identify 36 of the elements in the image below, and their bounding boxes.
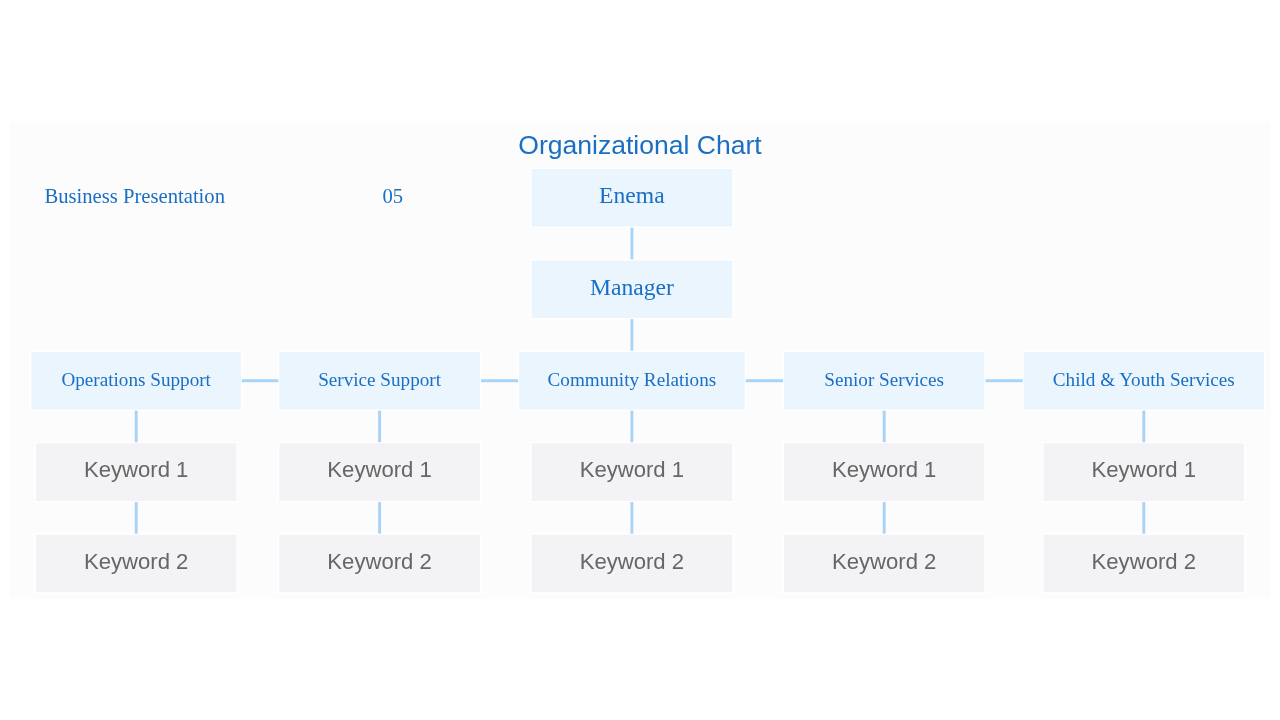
connector [745, 379, 784, 383]
node-box: Keyword 1 [34, 441, 238, 503]
label: Business Presentation [44, 185, 226, 208]
connector [134, 410, 138, 443]
node-box: Keyword 2 [1042, 533, 1246, 594]
connector [882, 502, 886, 534]
connector [241, 379, 279, 383]
connector [630, 502, 634, 534]
connector [1142, 502, 1146, 534]
label: 05 [382, 185, 404, 208]
node-box: Child & Youth Services [1022, 350, 1266, 411]
connector [985, 379, 1023, 383]
node-box: Keyword 2 [277, 533, 482, 594]
node-box: Keyword 2 [34, 533, 238, 594]
diagram-title: Organizational Chart [518, 130, 762, 161]
node-box: Keyword 2 [530, 533, 734, 594]
node-box: Keyword 1 [1042, 441, 1246, 503]
connector [882, 410, 886, 443]
connector [630, 227, 634, 260]
node-box: Community Relations [517, 350, 747, 411]
node-box: Keyword 2 [782, 533, 986, 594]
node-box: Operations Support [29, 350, 243, 411]
connector [378, 502, 382, 534]
connector [630, 410, 634, 443]
node-box: Manager [530, 258, 734, 320]
connector [630, 319, 634, 351]
node-box: Enema [530, 167, 734, 228]
node-box: Keyword 1 [277, 441, 482, 503]
connector [481, 379, 519, 383]
connector [134, 502, 138, 534]
node-box: Keyword 1 [530, 441, 734, 503]
node-box: Senior Services [782, 350, 986, 411]
node-box: Service Support [277, 350, 482, 411]
connector [1142, 410, 1146, 443]
node-box: Keyword 1 [782, 441, 986, 503]
connector [378, 410, 382, 443]
